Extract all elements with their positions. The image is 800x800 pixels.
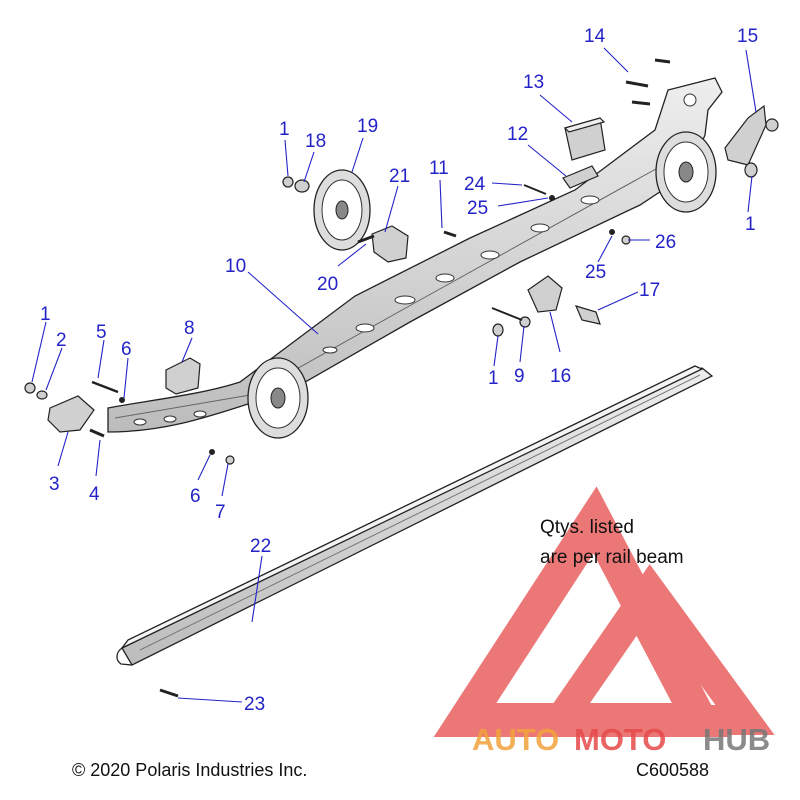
callout-3: 3	[49, 474, 60, 495]
callout-25-lower: 25	[585, 262, 606, 283]
callout-21: 21	[389, 166, 410, 187]
callout-16: 16	[550, 366, 571, 387]
slide-rail	[116, 365, 714, 666]
callout-18: 18	[305, 131, 326, 152]
callout-8: 8	[184, 318, 195, 339]
callout-23: 23	[244, 694, 265, 715]
watermark-word-hub: HUB	[703, 722, 770, 757]
watermark-word-moto: MOTO	[574, 722, 666, 757]
wheel-front	[247, 357, 309, 439]
callout-1-center: 1	[488, 368, 499, 389]
callout-7: 7	[215, 502, 226, 523]
callout-1-right: 1	[745, 214, 756, 235]
hardware-parts	[24, 58, 779, 698]
callout-17: 17	[639, 280, 660, 301]
callout-labels: 14 15 13 12 11 24 25 26 25 1 18 19 21 20…	[40, 26, 758, 715]
callout-9: 9	[514, 366, 525, 387]
callout-25-upper: 25	[467, 198, 488, 219]
spacers	[119, 195, 615, 455]
callout-12: 12	[507, 124, 528, 145]
quantity-note-line-1: Qtys. listed	[540, 517, 634, 538]
callout-11: 11	[429, 158, 449, 179]
callout-14: 14	[584, 26, 606, 47]
callout-2: 2	[56, 330, 67, 351]
leader-lines	[31, 47, 757, 703]
wheel-rear	[655, 131, 717, 213]
wheel-upper	[313, 169, 371, 251]
rail-beam	[107, 77, 723, 433]
callout-4: 4	[89, 484, 100, 505]
diagram-code: C600588	[636, 760, 709, 780]
callout-22: 22	[250, 536, 271, 557]
watermark-logo	[433, 486, 775, 737]
callout-1-upper-left: 1	[279, 119, 290, 140]
watermark-word-auto: AUTO	[472, 722, 559, 757]
callout-13: 13	[523, 72, 544, 93]
quantity-note-line-2: are per rail beam	[540, 547, 684, 568]
callout-24: 24	[464, 174, 486, 195]
callout-10: 10	[225, 256, 246, 277]
callout-15: 15	[737, 26, 758, 47]
callout-1-left: 1	[40, 304, 51, 325]
copyright-text: © 2020 Polaris Industries Inc.	[72, 760, 307, 780]
callout-6-lower: 6	[190, 486, 201, 507]
callout-6-upper: 6	[121, 339, 132, 360]
callout-20: 20	[317, 274, 338, 295]
watermark-wordmark: AUTO MOTO HUB	[472, 722, 770, 757]
callout-5: 5	[96, 322, 107, 343]
callout-26: 26	[655, 232, 676, 253]
callout-19: 19	[357, 116, 378, 137]
